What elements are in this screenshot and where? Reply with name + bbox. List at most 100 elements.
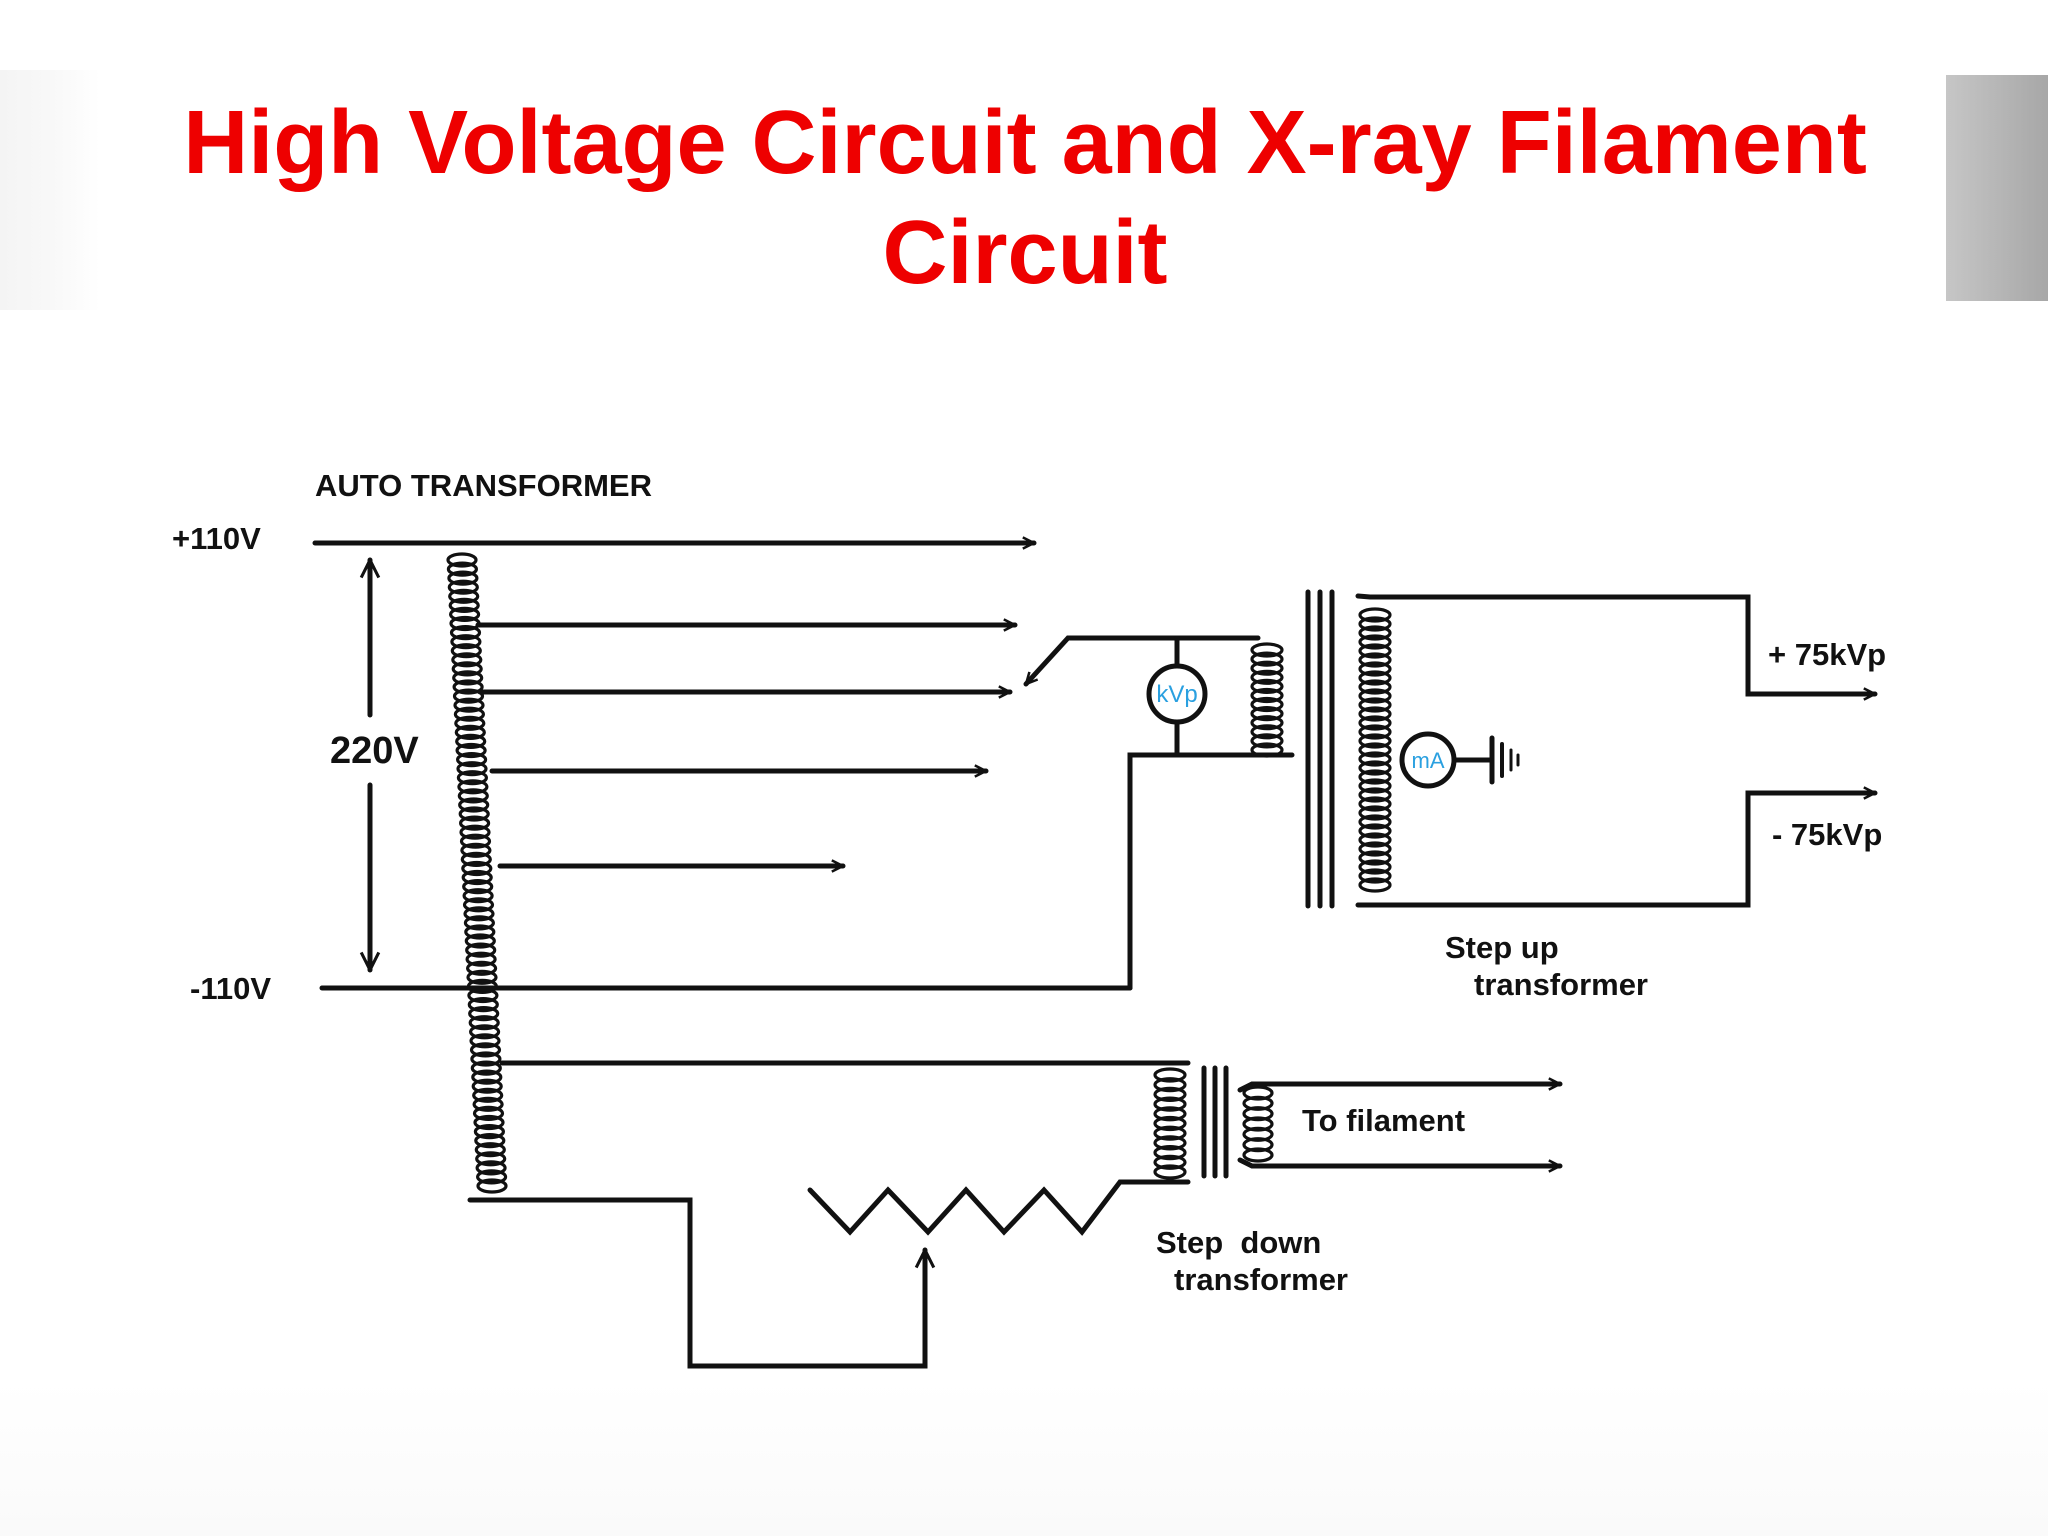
coil-loop xyxy=(476,1169,508,1185)
ma-meter-circle xyxy=(1399,731,1457,789)
coil-loop xyxy=(1358,661,1392,677)
coil-loop xyxy=(453,706,485,722)
coil-loop xyxy=(1358,616,1392,632)
coil-loop xyxy=(455,742,487,759)
coil-loop xyxy=(1358,652,1392,668)
span-voltage-label: 220V xyxy=(330,730,419,772)
coil-loop xyxy=(472,1096,504,1112)
coil-loop xyxy=(451,661,483,677)
coil-loop xyxy=(1250,742,1284,758)
plus-110v-label: +110V xyxy=(172,521,261,556)
coil-loop xyxy=(466,969,498,985)
coil-loop xyxy=(1358,715,1392,731)
secondary-minus-wire xyxy=(1355,793,1878,908)
coil-loop xyxy=(470,1051,502,1067)
coil-loop xyxy=(469,1024,501,1040)
coil-loop xyxy=(465,951,497,967)
coil-loop xyxy=(1358,724,1392,740)
coil-loop xyxy=(457,788,489,804)
kvp-selector-wire xyxy=(1023,635,1261,687)
rheostat-resistor xyxy=(807,1179,1191,1236)
coil-loop xyxy=(472,1105,505,1122)
coil-loop xyxy=(1242,1147,1274,1163)
coil-loop xyxy=(474,1142,506,1158)
coil-loop xyxy=(1250,696,1284,713)
coil-loop xyxy=(1153,1086,1187,1103)
coil-loop xyxy=(446,561,478,577)
minus-75kvp-label: - 75kVp xyxy=(1772,817,1882,852)
coil-loop xyxy=(473,1123,505,1140)
coil-loop xyxy=(1153,1077,1187,1093)
coil-loop xyxy=(1358,751,1392,767)
coil-loop xyxy=(1250,642,1284,658)
coil-loop xyxy=(1153,1135,1187,1151)
coil-loop xyxy=(476,1178,508,1194)
coil-loop xyxy=(448,597,480,614)
coil-loop xyxy=(1358,733,1392,749)
coil-loop xyxy=(1242,1106,1274,1122)
coil-loop xyxy=(470,1060,502,1076)
coil-loop xyxy=(1153,1144,1187,1161)
step-up-secondary-coil xyxy=(1358,607,1392,893)
coil-loop xyxy=(468,1015,500,1031)
coil-loop xyxy=(1358,742,1392,758)
coil-loop xyxy=(463,906,495,922)
auto-transformer-label: AUTO TRANSFORMER xyxy=(315,468,652,503)
coil-loop xyxy=(1358,643,1392,659)
coil-loop xyxy=(1242,1085,1274,1101)
coil-loop xyxy=(455,733,487,750)
coil-loop xyxy=(459,824,491,840)
coil-loop xyxy=(1153,1067,1187,1083)
coil-loop xyxy=(460,842,492,858)
coil-loop xyxy=(453,697,485,713)
filament-return-wire xyxy=(467,1197,928,1369)
coil-loop xyxy=(475,1151,507,1167)
coil-loop xyxy=(1242,1126,1274,1142)
coil-loop xyxy=(471,1078,503,1094)
coil-loop xyxy=(466,960,498,976)
coil-loop xyxy=(449,606,481,623)
coil-loop xyxy=(1358,625,1392,641)
corner-gray-block xyxy=(1946,75,2048,301)
coil-loop xyxy=(1153,1164,1187,1180)
coil-loop xyxy=(452,679,484,695)
coil-loop xyxy=(1358,760,1392,776)
coil-loop xyxy=(1242,1116,1274,1132)
coil-loop xyxy=(1242,1095,1274,1111)
coil-loop xyxy=(458,806,490,822)
coil-loop xyxy=(1358,706,1392,722)
filament-output-wire-top xyxy=(1237,1084,1563,1093)
coil-loop xyxy=(1153,1096,1187,1112)
coil-loop xyxy=(1358,823,1392,839)
coil-loop xyxy=(1250,733,1284,749)
coil-loop xyxy=(462,878,494,895)
coil-loop xyxy=(462,888,494,904)
coil-loop xyxy=(1358,778,1392,794)
coil-loop xyxy=(1358,679,1392,695)
coil-loop xyxy=(1153,1154,1187,1170)
coil-loop xyxy=(461,869,493,886)
coil-loop xyxy=(456,770,488,786)
step-down-label-line-2: transformer xyxy=(1174,1262,1348,1297)
coil-loop xyxy=(450,634,482,650)
coil-loop xyxy=(465,942,497,958)
coil-loop xyxy=(1358,688,1392,704)
coil-loop xyxy=(1250,705,1284,722)
primary-return-wire xyxy=(1127,752,1295,991)
coil-loop xyxy=(1358,868,1392,884)
coil-loop xyxy=(463,915,495,931)
coil-loop xyxy=(1242,1137,1274,1153)
coil-loop xyxy=(1358,841,1392,857)
step-up-label-line-2: transformer xyxy=(1474,967,1648,1002)
coil-loop xyxy=(452,688,485,704)
to-filament-label: To filament xyxy=(1302,1103,1465,1138)
bottom-decorative-fade xyxy=(0,1380,2048,1536)
coil-loop xyxy=(1358,877,1392,893)
step-down-secondary-coil xyxy=(1242,1085,1274,1163)
coil-loop xyxy=(1358,805,1392,821)
coil-loop xyxy=(1358,796,1392,812)
coil-loop xyxy=(467,996,499,1013)
coil-loop xyxy=(447,570,479,586)
slide-title: High Voltage Circuit and X-ray Filament … xyxy=(120,88,1930,308)
